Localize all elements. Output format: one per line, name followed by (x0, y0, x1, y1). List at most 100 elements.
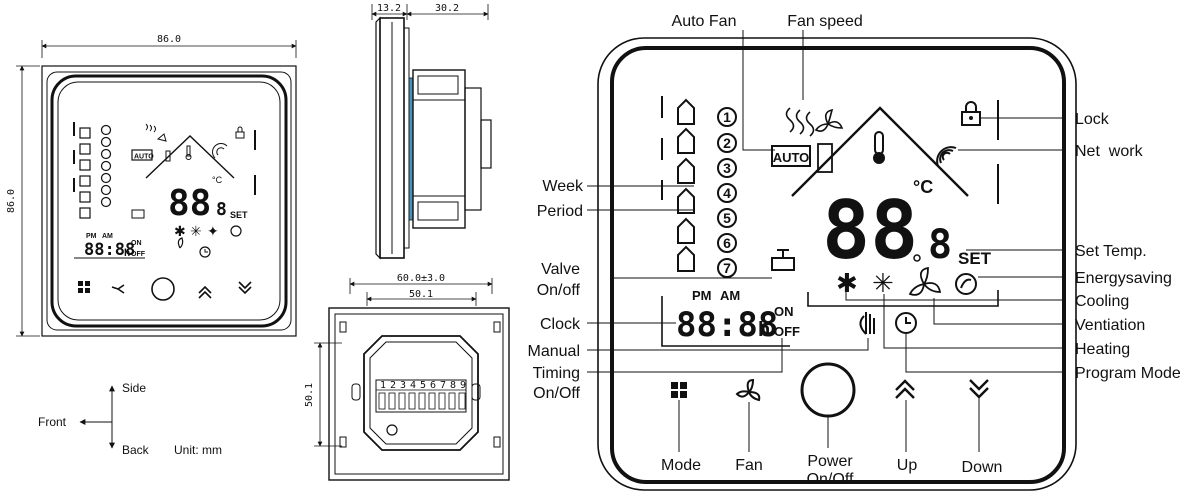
callout-auto-fan: Auto Fan (672, 13, 737, 30)
lock-icon (961, 101, 981, 126)
mini-celsius: °C (212, 175, 223, 185)
up-button[interactable] (895, 379, 915, 399)
callout-fan-speed: Fan speed (787, 13, 863, 30)
mini-heat-icon: ✳ (190, 223, 202, 239)
mode-button[interactable] (671, 382, 687, 398)
temp-small-digit: 8 (928, 222, 952, 268)
terminal-2: 2 (390, 380, 396, 391)
mini-clock-digits: 88:88 (84, 240, 135, 260)
side-view: 13.2 30.2 (371, 3, 492, 260)
front-panel (50, 74, 288, 328)
front-bezel-frame (46, 71, 292, 331)
terminal-1: 1 (380, 380, 386, 391)
thermometer-icon (873, 131, 885, 164)
terminal-block: 1 2 3 4 5 6 7 8 9 (378, 380, 466, 410)
terminal-8: 8 (450, 380, 456, 391)
callout-cooling: Cooling (1075, 293, 1129, 310)
back-height-dimension: 50.1 (304, 383, 315, 407)
large-bezel-inner (610, 46, 1066, 484)
terminal-7: 7 (440, 380, 446, 391)
label-fan-button: Fan (735, 457, 763, 474)
depth-b-dimension: 30.2 (435, 3, 459, 14)
large-bezel-outer (597, 37, 1077, 491)
label-down-button: Down (962, 459, 1003, 476)
house-outline (791, 106, 969, 197)
valve-icon (771, 249, 795, 271)
callout-network: Net work (1075, 143, 1144, 160)
back-outer-dimension: 60.0±3.0 (397, 273, 445, 284)
front-panel-inner (57, 81, 281, 321)
back-view: 60.0±3.0 50.1 50.1 1 2 3 4 5 6 7 8 9 (304, 273, 510, 481)
network-icon (936, 146, 957, 167)
heating-sun-icon: ✳ (872, 268, 894, 298)
manual-icon (859, 312, 875, 335)
am-label: AM (720, 288, 740, 303)
label-power-line1: Power (807, 453, 853, 470)
auto-badge: AUTO (773, 150, 810, 165)
day-7: 7 (723, 260, 731, 276)
mini-cool-icon: ✱ (174, 223, 186, 239)
depth-a-dimension: 13.2 (377, 3, 401, 14)
week-day-numbers: 1 2 3 4 5 6 7 (717, 107, 737, 278)
callout-energysaving: Energysaving (1075, 270, 1172, 287)
callout-valve-line1: Valve (541, 261, 580, 278)
cooling-icon: ✱ (836, 268, 858, 298)
mini-am-label: AM (102, 233, 113, 240)
mini-pm-label: PM (86, 233, 97, 240)
fan-icon (814, 108, 844, 132)
off-label: OFF (774, 324, 800, 339)
unit-label: Unit: mm (174, 443, 222, 457)
label-mode-button: Mode (661, 457, 701, 474)
label-up-button: Up (897, 457, 918, 474)
power-button[interactable] (800, 362, 856, 418)
large-front-view: 1 2 3 4 5 6 7 AUTO (597, 37, 1077, 491)
celsius-symbol: °C (913, 177, 933, 197)
day-2: 2 (723, 135, 731, 151)
front-height-dimension: 86.0 (6, 189, 17, 213)
hour-unit: h (758, 319, 770, 341)
day-6: 6 (723, 235, 731, 251)
callout-timing-line2: On/Off (533, 385, 580, 402)
callout-set-temp: Set Temp. (1075, 243, 1147, 260)
mini-day-numbers (100, 124, 112, 208)
side-label: Side (122, 381, 146, 395)
callout-ventilation: Ventiation (1075, 317, 1145, 334)
terminal-9: 9 (460, 380, 466, 391)
day-program-icons (677, 98, 695, 272)
mini-temp-digits: 88 (168, 183, 211, 224)
callout-lock: Lock (1075, 111, 1110, 128)
callout-lines (587, 30, 1066, 452)
fan-speed-icon (785, 107, 815, 137)
callout-timing-line1: Timing (533, 365, 580, 382)
mini-on-label: ON (131, 240, 142, 247)
day-4: 4 (723, 185, 731, 201)
label-power-line2: On/Off (807, 471, 854, 488)
day-1: 1 (723, 109, 731, 125)
fan-button[interactable] (735, 378, 761, 402)
terminal-5: 5 (420, 380, 426, 391)
set-label: SET (958, 249, 992, 268)
callout-week: Week (542, 178, 584, 195)
down-button[interactable] (969, 379, 989, 399)
mini-hour-unit: h (124, 248, 130, 259)
back-inner-dimension: 50.1 (409, 289, 433, 300)
mini-buttons (78, 277, 252, 301)
energysaving-icon (955, 273, 977, 295)
terminal-3: 3 (400, 380, 406, 391)
clock-digits: 88:88 (676, 305, 778, 345)
mini-off-label: OFF (131, 251, 146, 258)
mini-day-icons (79, 127, 91, 219)
on-label: ON (774, 304, 794, 319)
temp-digits: 88 (822, 184, 918, 277)
front-width-dimension: 86.0 (157, 34, 181, 45)
front-view-small: 86.0 86.0 (6, 34, 297, 337)
program-mode-icon (895, 312, 917, 334)
mini-set-label: SET (230, 210, 248, 220)
day-5: 5 (723, 210, 731, 226)
day-3: 3 (723, 160, 731, 176)
callout-program-mode: Program Mode (1075, 365, 1181, 382)
back-label: Back (122, 443, 150, 457)
pm-label: PM (692, 288, 712, 303)
callout-heating: Heating (1075, 341, 1130, 358)
